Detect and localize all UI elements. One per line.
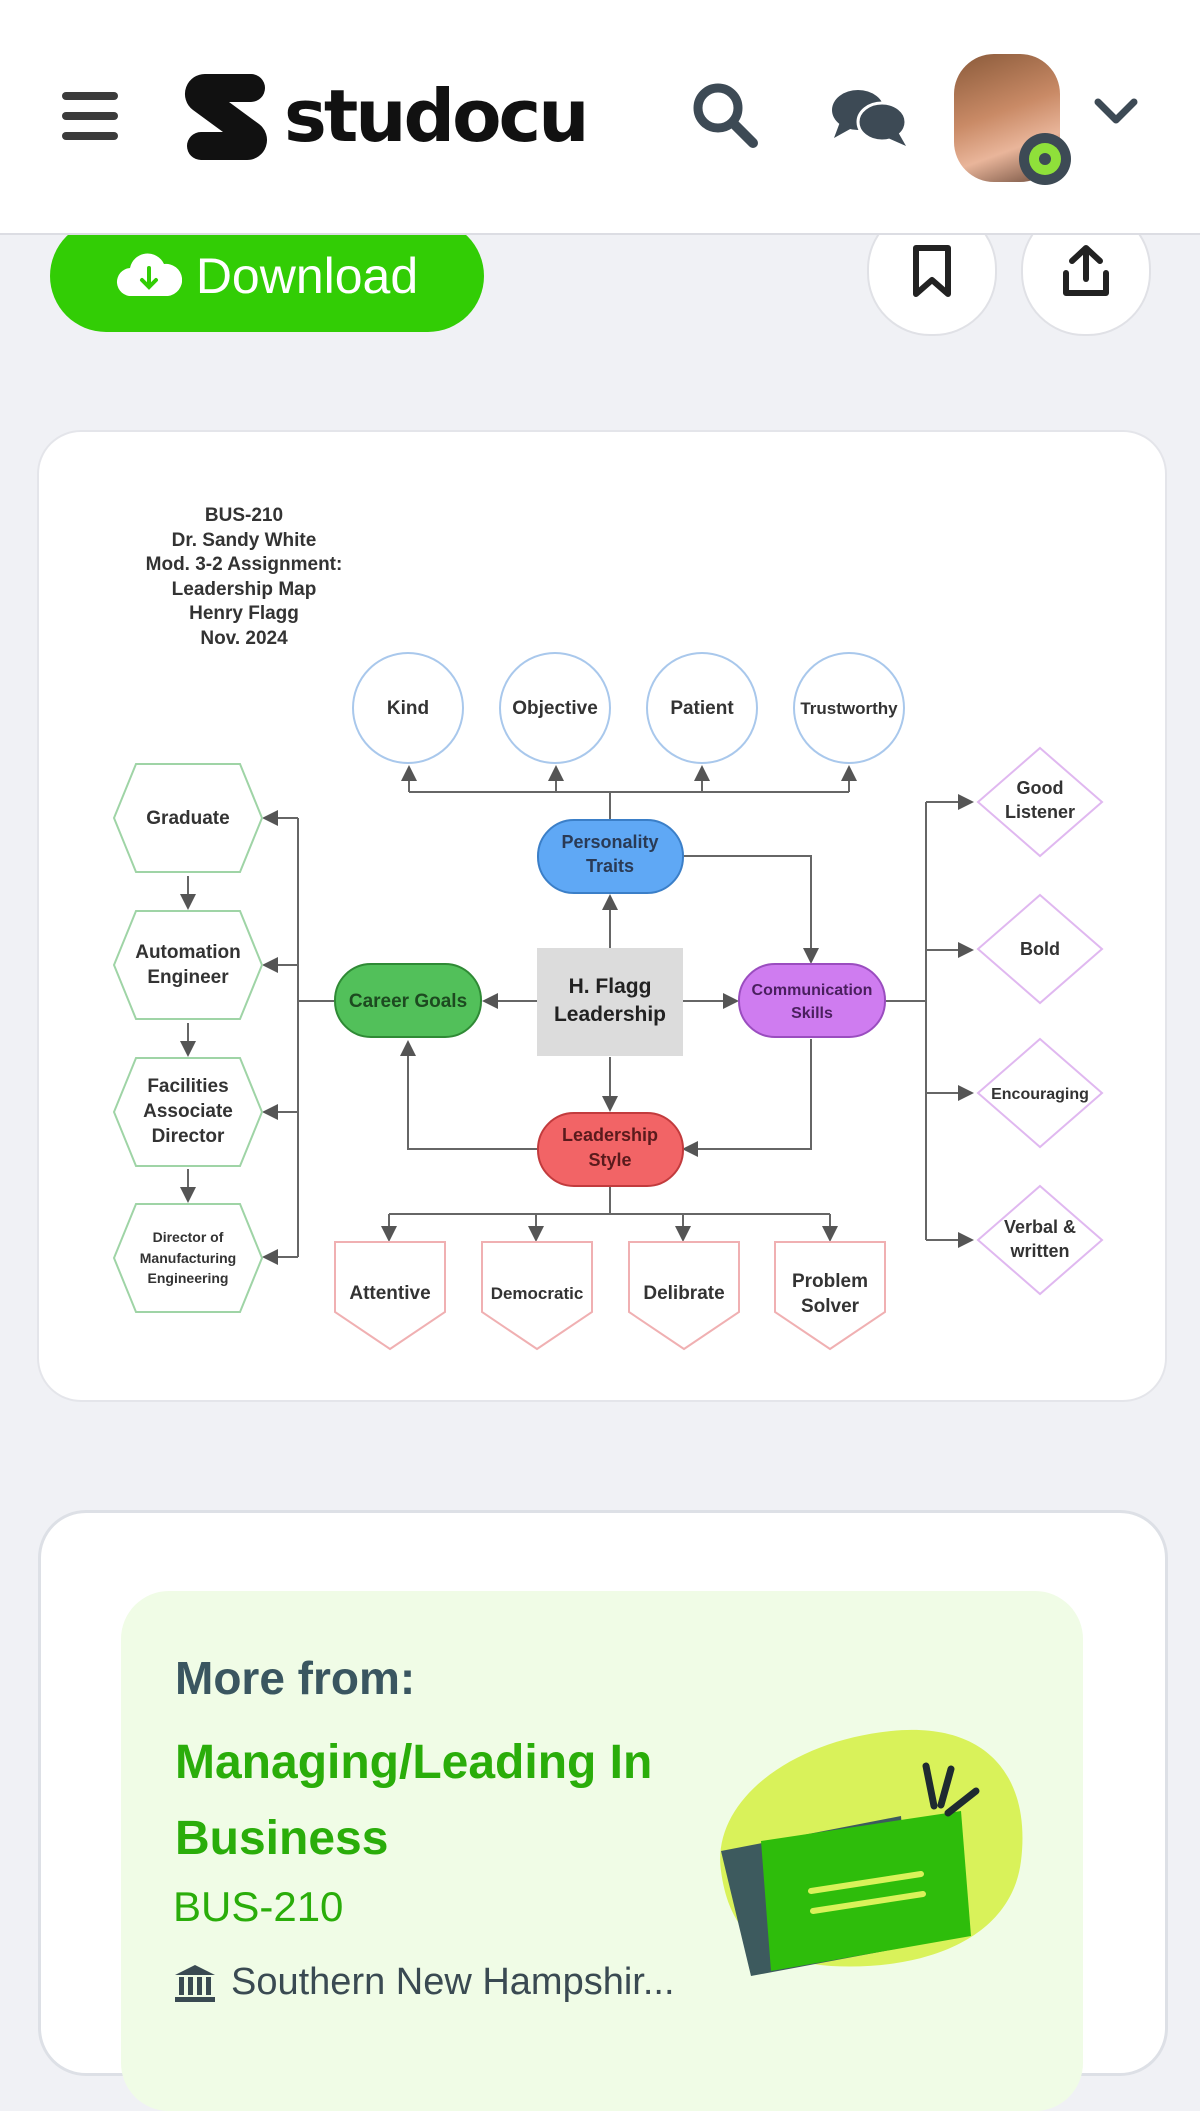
comm-item-label: Verbal &	[1004, 1217, 1076, 1237]
more-from-label: More from:	[175, 1652, 416, 1704]
header-line: Henry Flagg	[189, 603, 299, 624]
step-label: Automation	[135, 942, 241, 963]
personality-label: Traits	[586, 856, 634, 876]
header-line: Leadership Map	[171, 578, 317, 600]
leadership-style-node: Leadership Style	[537, 1112, 684, 1187]
style-item-label: Attentive	[349, 1283, 430, 1304]
search-icon[interactable]	[690, 80, 760, 150]
step-label: Facilities	[147, 1076, 228, 1097]
career-step-node: Graduate	[112, 763, 264, 873]
chevron-down-icon[interactable]	[1092, 92, 1140, 132]
download-button[interactable]: Download	[50, 220, 484, 332]
style-item-label: Democratic	[491, 1284, 584, 1303]
career-step-node: Facilities Associate Director	[112, 1057, 264, 1167]
step-label: Graduate	[146, 808, 229, 829]
comm-item-label: Listener	[1005, 802, 1075, 822]
share-icon	[1063, 245, 1109, 296]
studocu-logo[interactable]: studocu	[176, 66, 589, 166]
settings-badge-icon	[1019, 133, 1071, 185]
logo-mark-icon	[184, 73, 267, 160]
trait-label: Patient	[670, 698, 734, 719]
chat-icon[interactable]	[828, 82, 908, 152]
communication-label: Communication	[752, 982, 873, 999]
style-item-node: Delibrate	[628, 1241, 740, 1351]
comm-item-label: Encouraging	[991, 1086, 1089, 1103]
communication-skills-node: Communication Skills	[738, 963, 886, 1038]
step-label: Director	[152, 1126, 225, 1147]
document-header: BUS-210 Dr. Sandy White Mod. 3-2 Assignm…	[99, 504, 389, 651]
communication-item-node: Encouraging	[976, 1037, 1104, 1149]
trait-node: Trustworthy	[793, 652, 905, 764]
header-line: BUS-210	[204, 505, 284, 526]
header-line: Dr. Sandy White	[171, 529, 317, 551]
comm-item-label: Good	[1017, 778, 1064, 798]
style-item-node: Problem Solver	[774, 1241, 886, 1351]
school-link[interactable]: Southern New Hampshir...	[173, 1961, 675, 2004]
trait-label: Trustworthy	[800, 699, 898, 718]
style-item-node: Democratic	[481, 1241, 593, 1351]
trait-node: Objective	[499, 652, 611, 764]
course-title-link[interactable]: Managing/Leading In Business	[175, 1736, 653, 1865]
top-bar: studocu	[0, 0, 1200, 235]
book-illustration	[720, 1729, 1023, 1976]
trait-node: Patient	[646, 652, 758, 764]
trait-node: Kind	[352, 652, 464, 764]
communication-item-node: Bold	[976, 893, 1104, 1005]
more-from-card[interactable]: More from: Managing/Leading In Business …	[38, 1510, 1168, 2111]
style-label: Style	[588, 1150, 631, 1170]
career-step-node: Automation Engineer	[112, 910, 264, 1020]
career-goals-node: Career Goals	[334, 963, 482, 1038]
download-label: Download	[195, 248, 419, 304]
style-item-label: Problem	[792, 1271, 868, 1292]
step-label: Engineering	[148, 1270, 229, 1286]
trait-label: Objective	[512, 698, 598, 719]
comm-item-label: written	[1009, 1241, 1069, 1261]
menu-icon[interactable]	[62, 92, 118, 140]
step-label: Manufacturing	[140, 1250, 236, 1266]
communication-label: Skills	[791, 1005, 833, 1022]
career-step-node: Director of Manufacturing Engineering	[112, 1203, 264, 1313]
center-label: H. Flagg	[569, 975, 652, 998]
communication-item-node: Verbal & written	[976, 1184, 1104, 1296]
document-preview[interactable]: BUS-210 Dr. Sandy White Mod. 3-2 Assignm…	[37, 430, 1167, 1402]
header-line: Nov. 2024	[200, 627, 288, 649]
style-item-label: Solver	[801, 1296, 860, 1317]
comm-item-label: Bold	[1020, 939, 1060, 959]
career-label: Career Goals	[349, 991, 467, 1012]
institution-icon	[175, 1964, 215, 2002]
style-item-node: Attentive	[334, 1241, 446, 1351]
style-label: Leadership	[562, 1125, 658, 1145]
leadership-map-diagram: Kind Objective Patient Trustworthy H. Fl…	[112, 652, 1104, 1351]
step-label: Associate	[143, 1101, 233, 1122]
step-label: Director of	[153, 1229, 224, 1245]
logo-text: studocu	[284, 74, 589, 158]
course-code: BUS-210	[173, 1883, 344, 1930]
center-node: H. Flagg Leadership	[537, 948, 683, 1056]
step-label: Engineer	[147, 967, 229, 988]
bookmark-icon	[913, 245, 951, 297]
more-from-banner[interactable]: More from: Managing/Leading In Business …	[121, 1591, 1083, 2111]
trait-label: Kind	[387, 698, 429, 719]
center-label: Leadership	[554, 1003, 666, 1026]
header-line: Mod. 3-2 Assignment:	[145, 554, 343, 575]
communication-item-node: Good Listener	[976, 746, 1104, 858]
personality-label: Personality	[561, 832, 658, 852]
style-item-label: Delibrate	[643, 1283, 724, 1304]
school-name: Southern New Hampshir...	[231, 1961, 675, 2003]
cloud-download-icon	[116, 253, 182, 297]
personality-traits-node: Personality Traits	[537, 819, 684, 894]
